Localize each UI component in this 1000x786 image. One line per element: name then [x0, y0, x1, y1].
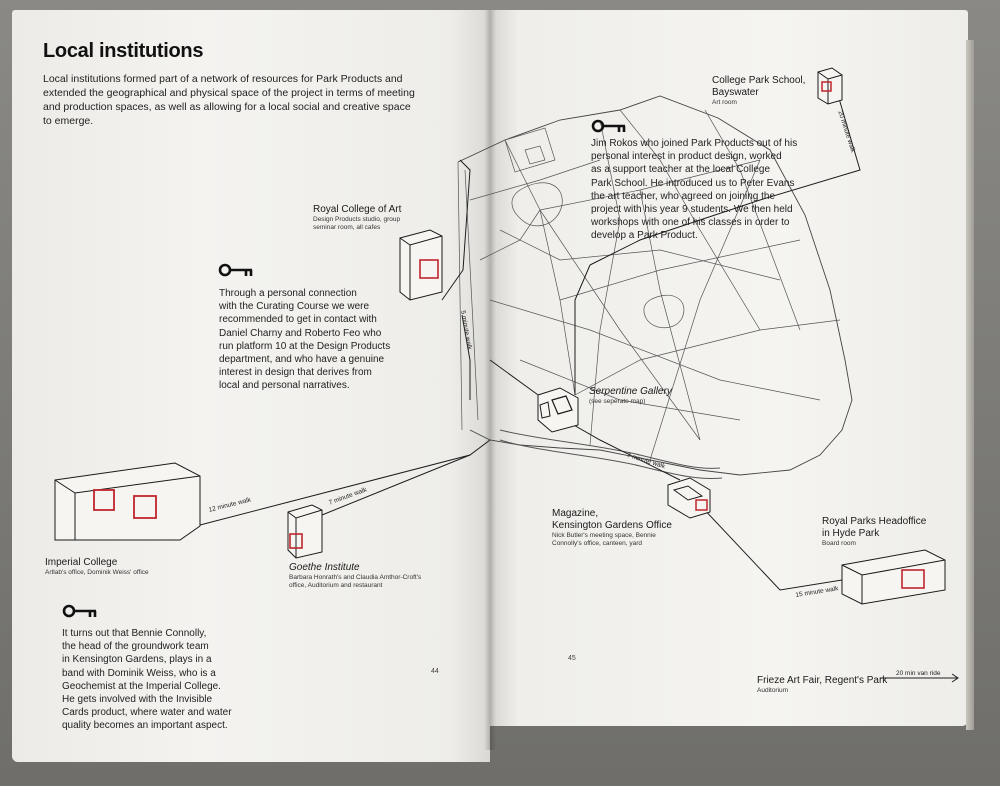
imperial-sub: Artlab's office, Dominik Weiss' office	[45, 569, 149, 576]
royal-parks-name: Royal Parks Headoffice	[822, 516, 927, 527]
story-line: the head of the groundwork team	[62, 641, 209, 653]
rca-building-icon	[399, 229, 443, 301]
imperial-label: Imperial College Artlab's office, Domini…	[45, 557, 149, 577]
royal-parks-name: in Hyde Park	[822, 528, 880, 539]
magazine-sub: Nick Butler's meeting space, Bennie	[552, 532, 656, 539]
intro-line: to emerge.	[43, 115, 94, 127]
story-line: He gets involved with the Invisible	[62, 694, 213, 706]
story-line: workshops with one of his classes in ord…	[591, 217, 790, 229]
key-icon	[62, 604, 97, 618]
story-line: personal interest in product design, wor…	[591, 151, 782, 163]
college-park-story: Jim Rokos who joined Park Products out o…	[591, 137, 797, 243]
magazine-sub: Connolly's office, canteen, yard	[552, 540, 643, 547]
goethe-sub: Barbara Honrath's and Claudia Amthor-Cro…	[289, 574, 422, 581]
imperial-name: Imperial College	[45, 557, 118, 568]
college-park-label: College Park School, Bayswater Art room	[712, 75, 805, 107]
story-line: local and personal narratives.	[219, 380, 350, 392]
magazine-label: Magazine, Kensington Gardens Office Nick…	[552, 508, 672, 548]
story-line: Daniel Charny and Roberto Feo who	[219, 327, 382, 339]
story-line: interest in design that derives from	[219, 367, 372, 379]
right-page	[490, 10, 968, 726]
page-title: Local institutions	[43, 40, 204, 62]
magazine-name: Magazine,	[552, 508, 599, 519]
goethe-label: Goethe Institute Barbara Honrath's and C…	[289, 562, 421, 590]
story-line: the art teacher, who agreed on joining t…	[591, 190, 776, 202]
frieze-sub: Auditorium	[757, 687, 789, 694]
goethe-building-icon	[287, 504, 323, 559]
intro-line: and production spaces, as well as allowi…	[43, 101, 411, 113]
intro-line: Local institutions formed part of a netw…	[43, 73, 403, 85]
story-line: recommended to get in contact with	[219, 314, 377, 326]
goethe-name: Goethe Institute	[289, 562, 360, 573]
frieze-name: Frieze Art Fair, Regent's Park	[757, 675, 888, 686]
serpentine-label: Serpentine Gallery (see seperate map)	[589, 386, 672, 406]
rca-label: Royal College of Art Design Products stu…	[313, 204, 401, 232]
page-number-right: 45	[568, 655, 576, 662]
left-page	[12, 10, 490, 762]
page-number-left: 44	[431, 668, 439, 675]
imperial-building-icon	[54, 462, 201, 541]
story-line: Geochemist at the Imperial College.	[62, 680, 221, 692]
rca-sub: seminar room, all cafes	[313, 224, 381, 231]
college-park-sub: Art room	[712, 99, 737, 106]
serpentine-sub: (see seperate map)	[589, 398, 646, 405]
story-line: project with his year 9 students. We the…	[591, 204, 793, 216]
intro-line: extended the geographical and physical s…	[43, 87, 415, 99]
key-icon	[591, 119, 626, 133]
frieze-label: Frieze Art Fair, Regent's Park Auditoriu…	[757, 675, 887, 695]
story-line: as a support teacher at the local Colleg…	[591, 164, 770, 176]
royal-parks-building-icon	[841, 549, 946, 605]
story-line: develop a Park Product.	[591, 230, 698, 242]
serpentine-building-icon	[537, 387, 579, 433]
key-icon	[218, 263, 253, 277]
college-park-name: Bayswater	[712, 87, 759, 98]
magazine-building-icon	[667, 477, 711, 519]
goethe-sub: office, Auditorium and restaurant	[289, 582, 383, 589]
rca-name: Royal College of Art	[313, 204, 402, 215]
college-park-name: College Park School,	[712, 75, 806, 86]
park-paths	[457, 95, 853, 479]
imperial-story: It turns out that Bennie Connolly, the h…	[62, 627, 232, 733]
magazine-name: Kensington Gardens Office	[552, 520, 672, 531]
story-line: It turns out that Bennie Connolly,	[62, 628, 207, 639]
story-line: department, and who have a genuine	[219, 354, 385, 366]
story-line: with the Curating Course we were	[219, 301, 370, 313]
intro-paragraph: Local institutions formed part of a netw…	[43, 72, 428, 128]
story-line: Park School. He introduced us to Peter E…	[591, 177, 795, 189]
rca-story: Through a personal connection with the C…	[219, 287, 390, 393]
story-line: Cards product, where water and water	[62, 707, 232, 719]
story-line: Through a personal connection	[219, 288, 357, 299]
page-edges	[966, 40, 974, 730]
walk-label-frieze: 20 min van ride	[896, 670, 941, 677]
story-line: quality becomes an important aspect.	[62, 720, 228, 732]
royal-parks-sub: Board room	[822, 540, 856, 547]
royal-parks-label: Royal Parks Headoffice in Hyde Park Boar…	[822, 516, 926, 548]
story-line: band with Dominik Weiss, who is a	[62, 667, 216, 679]
serpentine-name: Serpentine Gallery	[589, 386, 672, 397]
story-line: in Kensington Gardens, plays in a	[62, 654, 212, 666]
story-line: run platform 10 at the Design Products	[219, 340, 391, 352]
rca-sub: Design Products studio, group	[313, 216, 401, 223]
walk-routes	[199, 94, 959, 683]
story-line: Jim Rokos who joined Park Products out o…	[591, 138, 798, 149]
college-park-building-icon	[817, 67, 843, 105]
